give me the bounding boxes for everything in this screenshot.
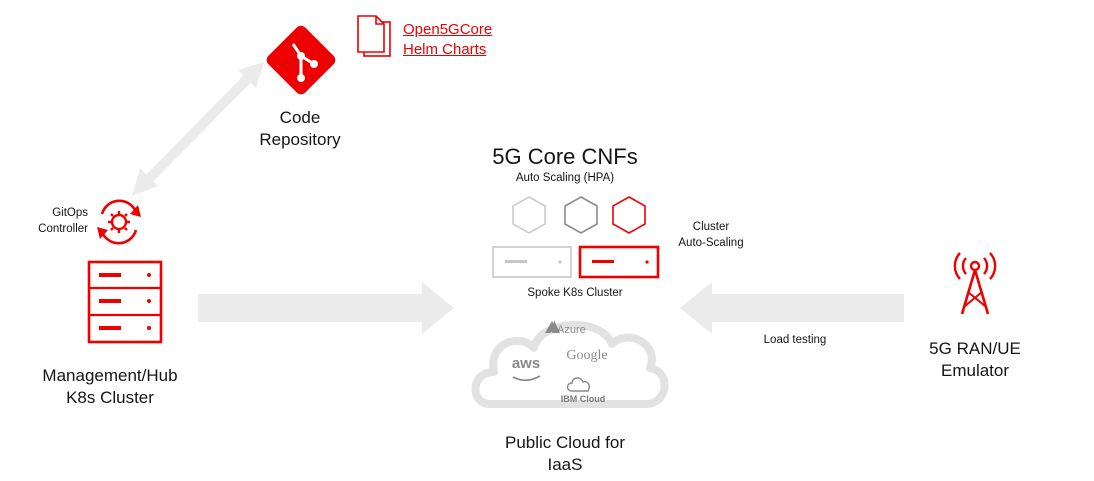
load-testing-label: Load testing bbox=[763, 334, 827, 346]
hub-label-line2: K8s Cluster bbox=[66, 388, 154, 407]
spoke-node-gray bbox=[492, 246, 572, 278]
ran-label-line1: 5G RAN/UE bbox=[929, 339, 1021, 358]
antenna-tower-icon bbox=[953, 252, 997, 315]
hub-label-line1: Management/Hub bbox=[42, 366, 178, 385]
provider-google: Google bbox=[566, 348, 608, 363]
git-branch-lines bbox=[291, 43, 318, 82]
pod-hexagon-light bbox=[512, 196, 546, 234]
gitops-controller-label: GitOps Controller bbox=[20, 205, 88, 237]
ibm-cloud-icon bbox=[566, 377, 590, 392]
gitops-label-line2: Controller bbox=[38, 223, 88, 235]
gitops-label-line1: GitOps bbox=[52, 207, 88, 219]
pod-hexagon-red bbox=[612, 196, 646, 234]
autoscale-label-line2: Auto-Scaling bbox=[678, 237, 744, 249]
code-repository-label-line2: Repository bbox=[259, 130, 341, 149]
helm-charts-link-line1[interactable]: Open5GCore bbox=[403, 21, 493, 38]
cnf-subtitle: Auto Scaling (HPA) bbox=[515, 172, 615, 184]
public-cloud-line1: Public Cloud for bbox=[504, 433, 625, 452]
pod-hexagon-gray bbox=[564, 196, 598, 234]
arrow-hub-to-cnf bbox=[198, 282, 454, 334]
provider-aws: aws bbox=[511, 355, 541, 372]
autoscale-label-line1: Cluster bbox=[692, 221, 730, 233]
provider-azure: Azure bbox=[557, 324, 586, 336]
hub-cluster-label: Management/Hub K8s Cluster bbox=[20, 365, 200, 409]
sync-gear-icon bbox=[97, 199, 141, 245]
cloud-shape bbox=[471, 320, 669, 408]
aws-smile-icon bbox=[512, 375, 541, 382]
ran-emulator-label: 5G RAN/UE Emulator bbox=[905, 338, 1045, 382]
document-stack-icon[interactable] bbox=[357, 15, 391, 57]
public-cloud-label: Public Cloud for IaaS bbox=[470, 432, 660, 476]
ran-label-line2: Emulator bbox=[940, 361, 1010, 380]
azure-logo-icon bbox=[545, 320, 560, 333]
spoke-node-red bbox=[578, 245, 660, 279]
arrow-ran-to-cnf bbox=[680, 282, 904, 334]
arrow-repo-gitops bbox=[132, 62, 264, 196]
cluster-autoscaling-label: Cluster Auto-Scaling bbox=[656, 219, 766, 251]
cnf-title: 5G Core CNFs bbox=[492, 144, 638, 169]
server-rack-icon bbox=[87, 260, 163, 344]
public-cloud-line2: IaaS bbox=[547, 455, 583, 474]
code-repository-label: Code Repository bbox=[230, 107, 370, 151]
pod-hexagons bbox=[512, 196, 646, 234]
spoke-cluster-label: Spoke K8s Cluster bbox=[527, 287, 623, 299]
provider-ibm-cloud: IBM Cloud bbox=[560, 394, 606, 404]
code-repository-label-line1: Code bbox=[279, 108, 321, 127]
helm-charts-link[interactable]: Open5GCore Helm Charts bbox=[403, 20, 543, 60]
helm-charts-link-line2[interactable]: Helm Charts bbox=[403, 41, 487, 58]
